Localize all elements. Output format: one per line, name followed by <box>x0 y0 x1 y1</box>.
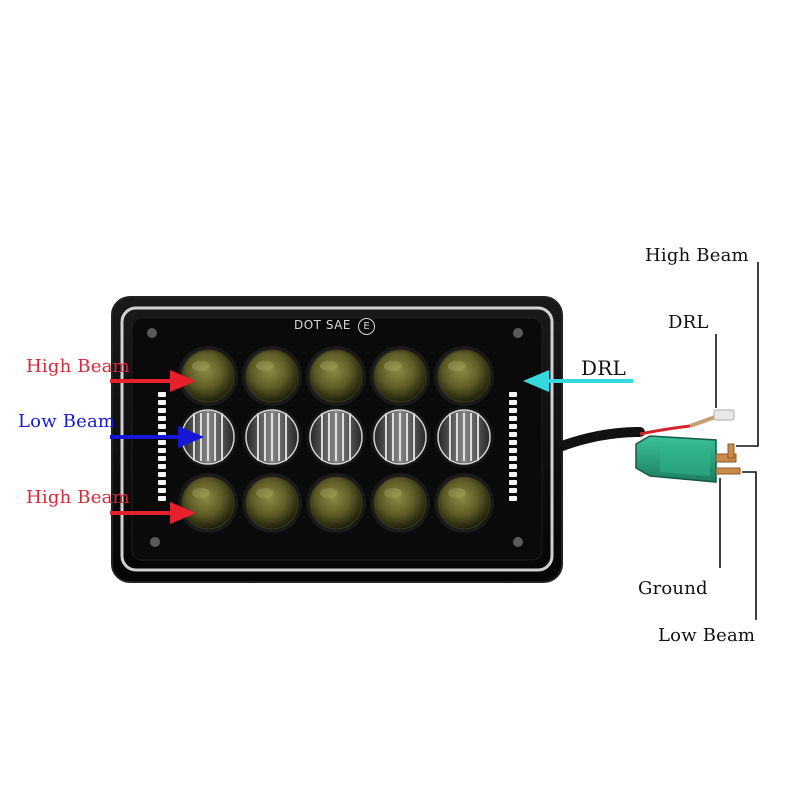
label-drl-arrow: DRL <box>581 356 626 380</box>
label-connector-low-beam: Low Beam <box>658 625 756 646</box>
led-icon <box>158 448 166 453</box>
high-beam-lens <box>370 473 430 533</box>
low-beam-reflector <box>370 407 430 467</box>
high-beam-lens <box>434 473 494 533</box>
low-beam-reflector <box>306 407 366 467</box>
label-connector-drl: DRL <box>668 312 709 333</box>
led-icon <box>509 400 517 405</box>
led-icon <box>509 456 517 461</box>
led-icon <box>509 464 517 469</box>
led-icon <box>158 488 166 493</box>
led-icon <box>509 488 517 493</box>
leader-lines <box>715 262 759 620</box>
label-connector-high-beam: High Beam <box>645 245 749 266</box>
high-beam-lens <box>178 346 238 406</box>
drl-arrow <box>523 370 633 392</box>
high-beam-lens <box>370 346 430 406</box>
high-beam-lens <box>306 346 366 406</box>
label-low-beam: Low Beam <box>18 411 116 432</box>
dot-sae-stamp: DOT SAE E <box>294 318 376 335</box>
connector-pin <box>727 443 735 459</box>
drl-led-strip-left <box>158 392 166 501</box>
h4-connector <box>635 435 741 483</box>
led-icon <box>509 472 517 477</box>
screw-icon <box>513 328 523 338</box>
led-icon <box>509 440 517 445</box>
led-icon <box>509 416 517 421</box>
low-beam-reflector <box>434 407 494 467</box>
stamp-text: DOT SAE <box>294 318 351 332</box>
led-icon <box>509 496 517 501</box>
label-high-beam-top: High Beam <box>26 356 130 377</box>
drl-plug <box>713 409 735 421</box>
high-beam-lens <box>306 473 366 533</box>
screw-icon <box>150 537 160 547</box>
high-beam-lens <box>242 346 302 406</box>
high-beam-lens <box>434 346 494 406</box>
high-beam-arrow-bottom <box>110 502 196 524</box>
led-icon <box>158 392 166 397</box>
led-icon <box>158 496 166 501</box>
led-icon <box>509 424 517 429</box>
label-connector-ground: Ground <box>638 578 708 599</box>
led-icon <box>158 416 166 421</box>
led-icon <box>158 408 166 413</box>
led-icon <box>158 472 166 477</box>
led-icon <box>509 408 517 413</box>
e-mark-icon: E <box>358 318 376 335</box>
drl-led-strip-right <box>509 392 517 501</box>
low-beam-reflector <box>242 407 302 467</box>
connector-pin <box>715 453 737 463</box>
high-beam-lenses <box>178 346 494 533</box>
label-high-beam-bottom: High Beam <box>26 487 130 508</box>
led-icon <box>158 480 166 485</box>
led-icon <box>158 440 166 445</box>
high-beam-arrow-top <box>110 370 196 392</box>
led-icon <box>509 480 517 485</box>
low-beam-arrow <box>110 426 204 448</box>
led-icon <box>509 448 517 453</box>
low-beam-leader <box>742 471 757 620</box>
low-beam-lenses <box>178 407 494 467</box>
high-beam-lens <box>242 473 302 533</box>
high-beam-lens <box>178 473 238 533</box>
led-icon <box>158 464 166 469</box>
screw-icon <box>147 328 157 338</box>
led-icon <box>158 400 166 405</box>
led-icon <box>158 424 166 429</box>
connector-pin <box>715 467 741 475</box>
drl-wire-terminal <box>689 414 719 428</box>
high-beam-leader <box>736 262 759 447</box>
led-icon <box>158 456 166 461</box>
led-icon <box>509 392 517 397</box>
screw-icon <box>513 537 523 547</box>
led-icon <box>509 432 517 437</box>
